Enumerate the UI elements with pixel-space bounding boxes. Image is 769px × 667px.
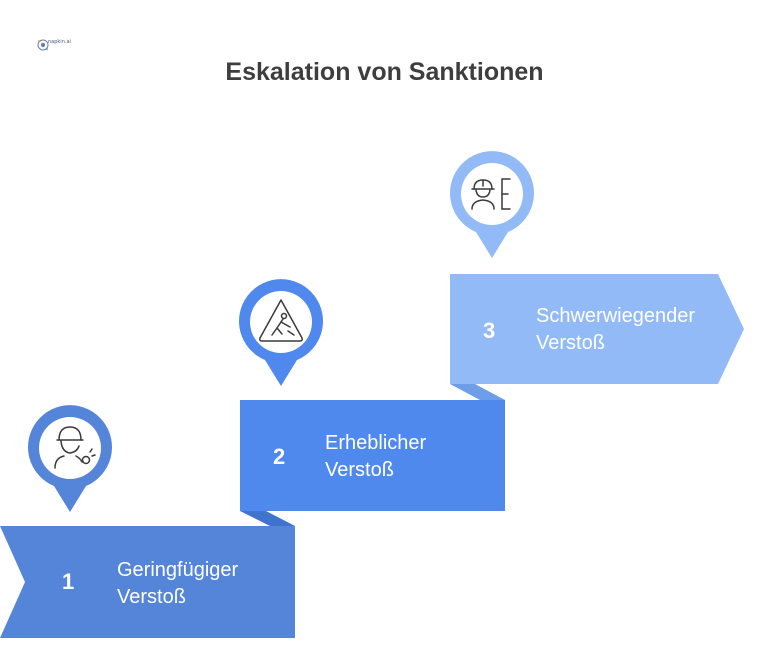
step-2-block [240, 400, 505, 511]
step-3-label-line1: Schwerwiegender [536, 305, 695, 327]
page-title: Eskalation von Sanktionen [225, 58, 544, 86]
step-2-fold [240, 511, 295, 526]
step-3-label-line2: Verstoß [536, 332, 605, 354]
step-1-label-line1: Geringfügiger [117, 559, 239, 581]
pin-3 [450, 151, 535, 258]
step-3-fold [450, 384, 505, 400]
worker-shouting-icon [54, 426, 96, 469]
construction-warning-icon [259, 299, 303, 342]
step-2-label: Erheblicher Verstoß [325, 430, 426, 484]
worker-barrier-icon [471, 178, 511, 210]
step-3-block [450, 274, 744, 384]
step-1-block [0, 526, 295, 638]
step-1-label: Geringfügiger Verstoß [117, 557, 238, 611]
pin-2 [239, 279, 323, 386]
step-1-number: 1 [62, 569, 75, 594]
step-1-label-line2: Verstoß [117, 586, 186, 608]
logo-icon [37, 39, 49, 51]
pin-1 [28, 405, 113, 512]
step-2-label-line1: Erheblicher [325, 432, 427, 454]
step-2-label-line2: Verstoß [325, 459, 394, 481]
step-3-label: Schwerwiegender Verstoß [536, 303, 695, 357]
logo-text: napkin.ai [48, 39, 71, 45]
step-3-number: 3 [483, 318, 496, 343]
step-2-number: 2 [273, 444, 286, 469]
